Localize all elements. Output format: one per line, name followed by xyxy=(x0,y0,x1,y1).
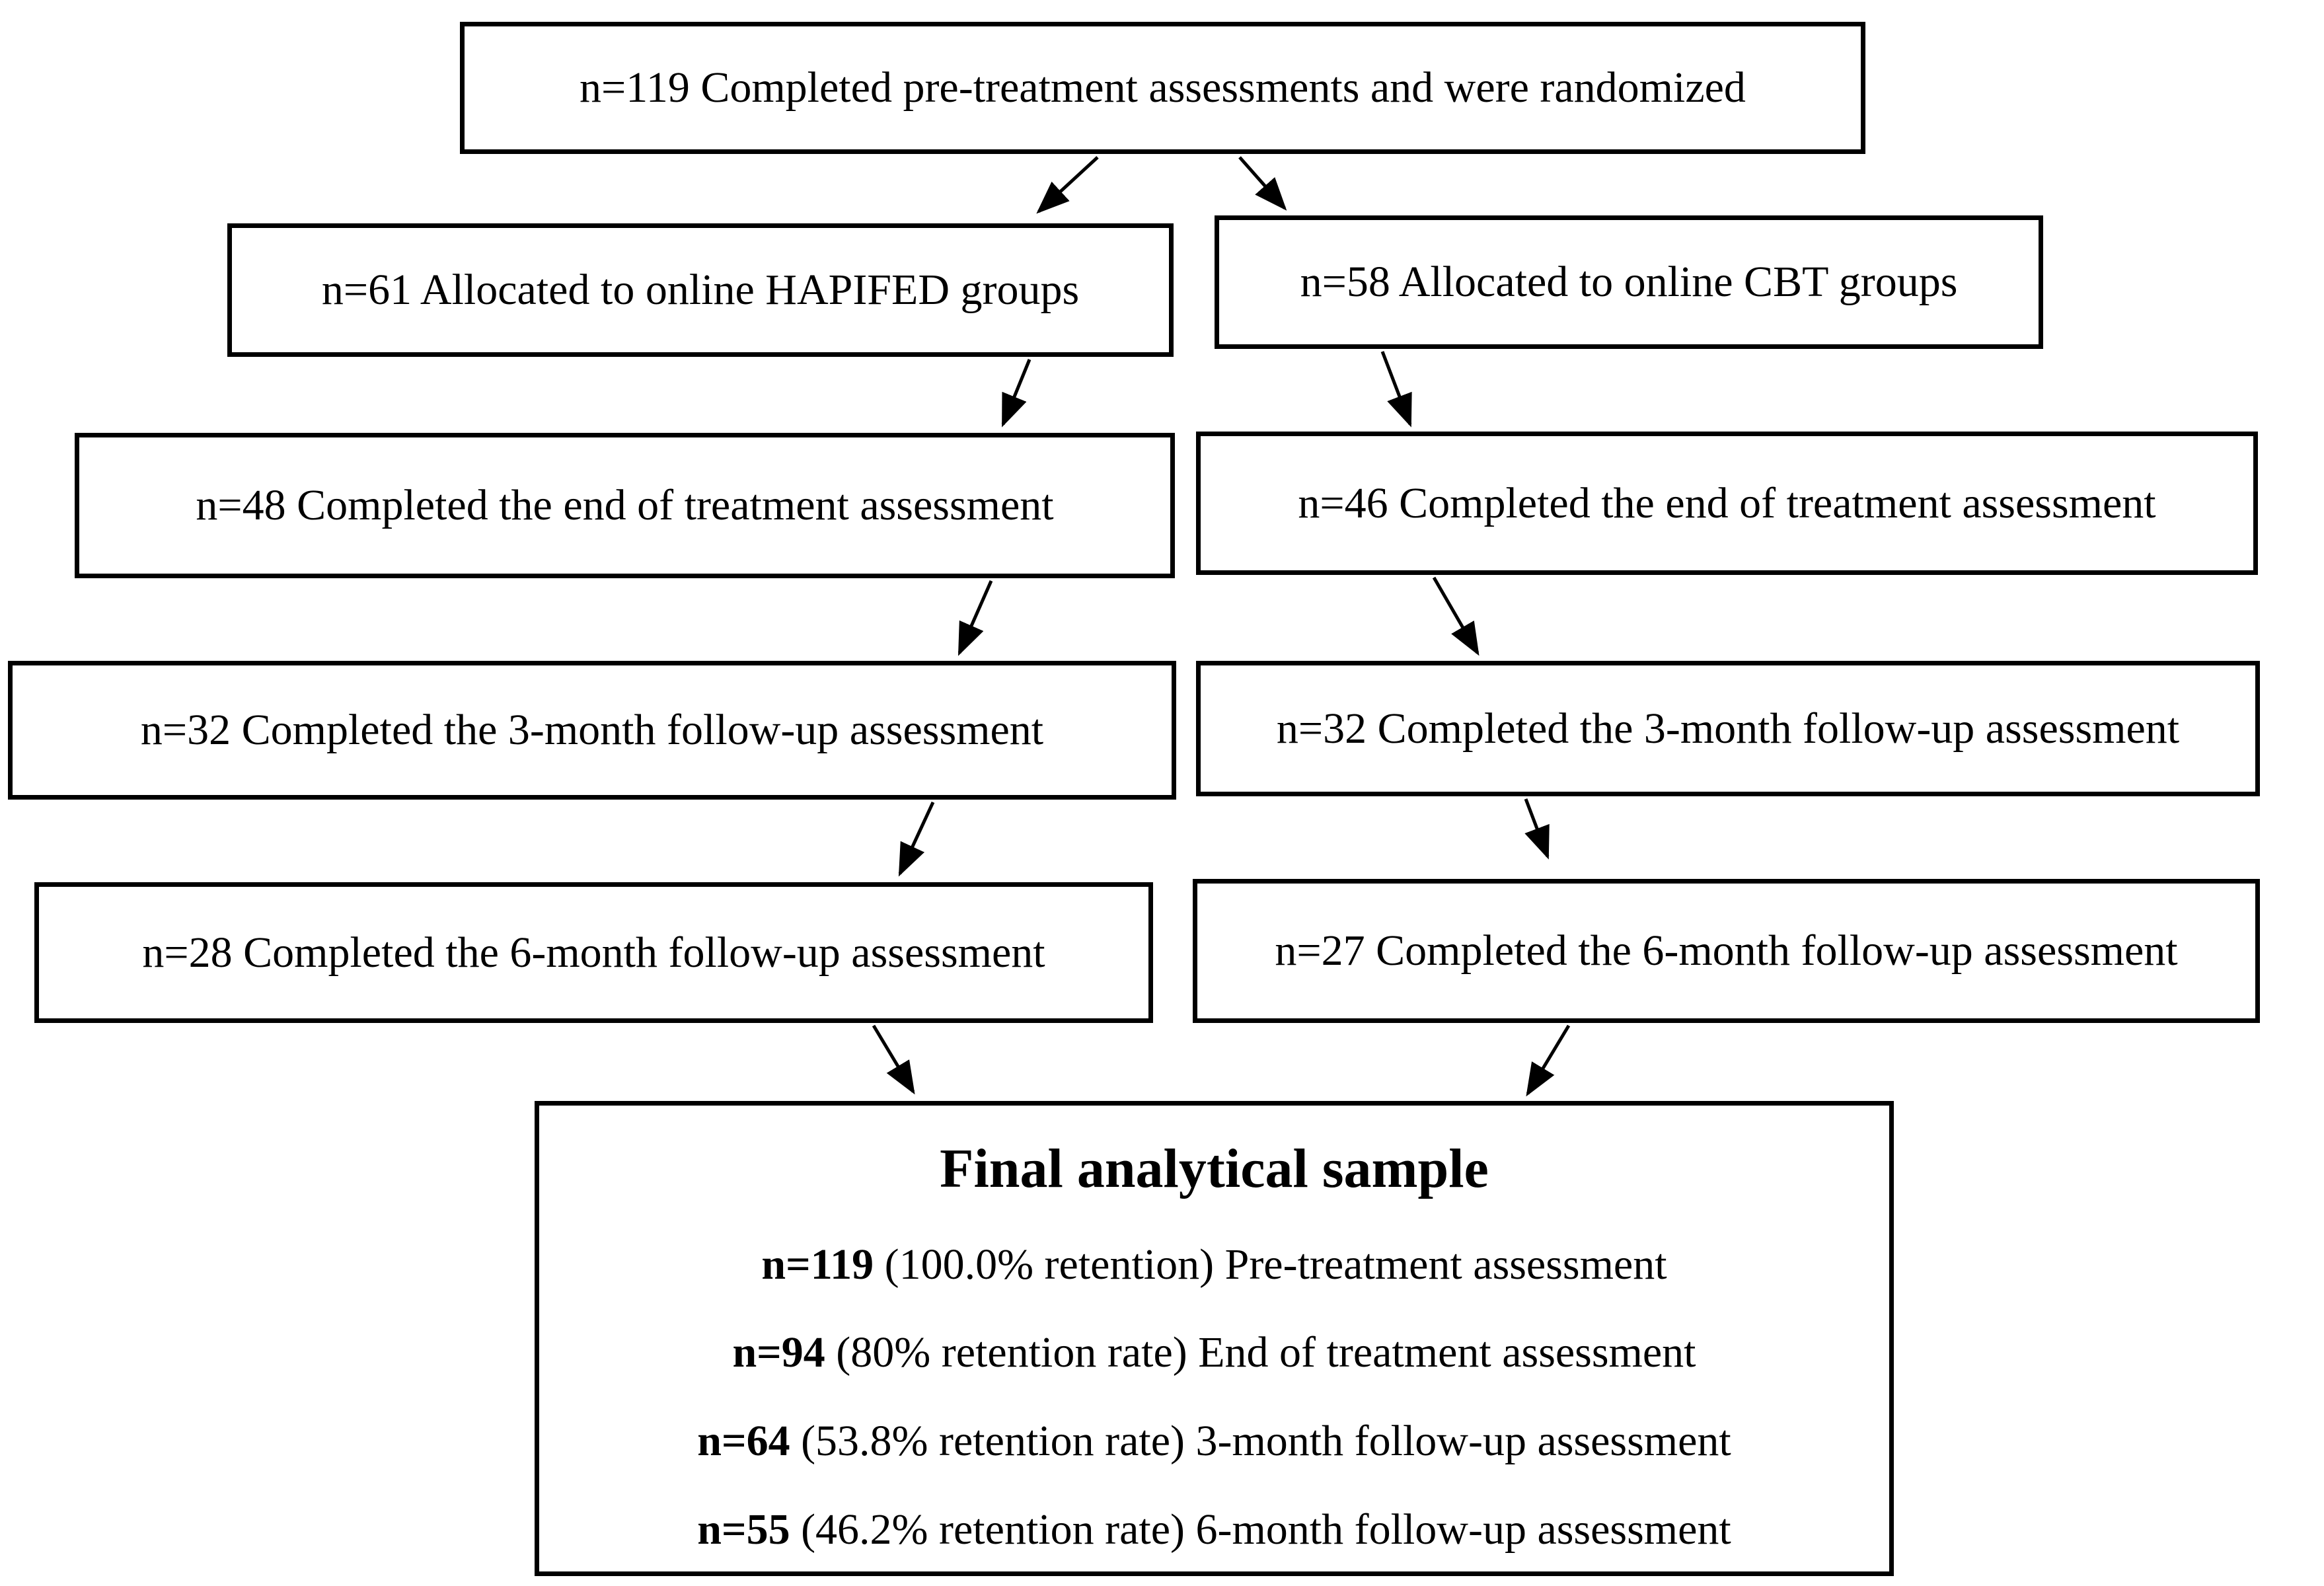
final-sample-line-3month-rest: (53.8% retention rate) 3-month follow-up… xyxy=(790,1417,1731,1466)
final-sample-line-end-of-treatment-n: n=94 xyxy=(732,1328,825,1377)
flow-box-3month-followup-right-text: n=32 Completed the 3-month follow-up ass… xyxy=(1276,704,2180,753)
flow-box-cbt-allocation-text: n=58 Allocated to online CBT groups xyxy=(1300,258,1958,307)
arrow-fu6-right-to-final xyxy=(1526,1024,1571,1097)
arrow-randomized-to-cbt xyxy=(1238,156,1287,211)
flow-box-cbt-allocation: n=58 Allocated to online CBT groups xyxy=(1215,215,2043,349)
flow-box-3month-followup-left: n=32 Completed the 3-month follow-up ass… xyxy=(8,661,1176,800)
flow-box-end-of-treatment-right-text: n=46 Completed the end of treatment asse… xyxy=(1298,478,2156,527)
flow-box-end-of-treatment-left: n=48 Completed the end of treatment asse… xyxy=(75,433,1175,578)
flow-box-final-sample: Final analytical sample n=119 (100.0% re… xyxy=(535,1101,1894,1576)
arrow-randomized-to-hapifed xyxy=(1036,156,1099,214)
arrow-fu3-left-to-fu6-left xyxy=(898,801,935,877)
final-sample-line-6month-n: n=55 xyxy=(697,1505,790,1554)
flow-box-6month-followup-right-text: n=27 Completed the 6-month follow-up ass… xyxy=(1275,926,2178,975)
final-sample-line-end-of-treatment-rest: (80% retention rate) End of treatment as… xyxy=(825,1328,1696,1377)
final-sample-line-6month-rest: (46.2% retention rate) 6-month follow-up… xyxy=(790,1505,1731,1554)
arrow-hapifed-to-eot-left xyxy=(1001,359,1031,428)
flow-box-randomized: n=119 Completed pre-treatment assessment… xyxy=(460,22,1865,154)
flow-box-3month-followup-right: n=32 Completed the 3-month follow-up ass… xyxy=(1196,661,2260,796)
arrow-cbt-to-eot-right xyxy=(1380,351,1412,428)
arrow-eot-right-to-fu3-right xyxy=(1432,576,1480,656)
arrow-fu6-left-to-final xyxy=(872,1024,915,1095)
final-sample-line-3month-n: n=64 xyxy=(697,1417,790,1466)
final-sample-line-pretreatment-rest: (100.0% retention) Pre-treatment assessm… xyxy=(874,1240,1667,1289)
flow-box-hapifed-allocation-text: n=61 Allocated to online HAPIFED groups xyxy=(321,266,1080,315)
flow-box-6month-followup-left: n=28 Completed the 6-month follow-up ass… xyxy=(34,882,1153,1023)
final-sample-line-pretreatment: n=119 (100.0% retention) Pre-treatment a… xyxy=(761,1240,1667,1290)
arrow-fu3-right-to-fu6-right xyxy=(1524,798,1550,860)
arrow-eot-left-to-fu3-left xyxy=(957,580,993,656)
final-sample-line-6month: n=55 (46.2% retention rate) 6-month foll… xyxy=(697,1505,1731,1555)
final-sample-line-end-of-treatment: n=94 (80% retention rate) End of treatme… xyxy=(732,1328,1696,1378)
flow-box-6month-followup-left-text: n=28 Completed the 6-month follow-up ass… xyxy=(142,928,1045,977)
final-sample-line-pretreatment-n: n=119 xyxy=(761,1240,874,1289)
flow-box-end-of-treatment-left-text: n=48 Completed the end of treatment asse… xyxy=(196,481,1054,530)
flow-box-randomized-text: n=119 Completed pre-treatment assessment… xyxy=(580,63,1746,112)
flow-box-3month-followup-left-text: n=32 Completed the 3-month follow-up ass… xyxy=(140,706,1044,755)
flow-box-hapifed-allocation: n=61 Allocated to online HAPIFED groups xyxy=(227,223,1174,357)
flow-box-end-of-treatment-right: n=46 Completed the end of treatment asse… xyxy=(1196,432,2258,575)
final-sample-title: Final analytical sample xyxy=(940,1138,1489,1199)
flow-box-6month-followup-right: n=27 Completed the 6-month follow-up ass… xyxy=(1193,879,2260,1023)
final-sample-line-3month: n=64 (53.8% retention rate) 3-month foll… xyxy=(697,1416,1731,1466)
